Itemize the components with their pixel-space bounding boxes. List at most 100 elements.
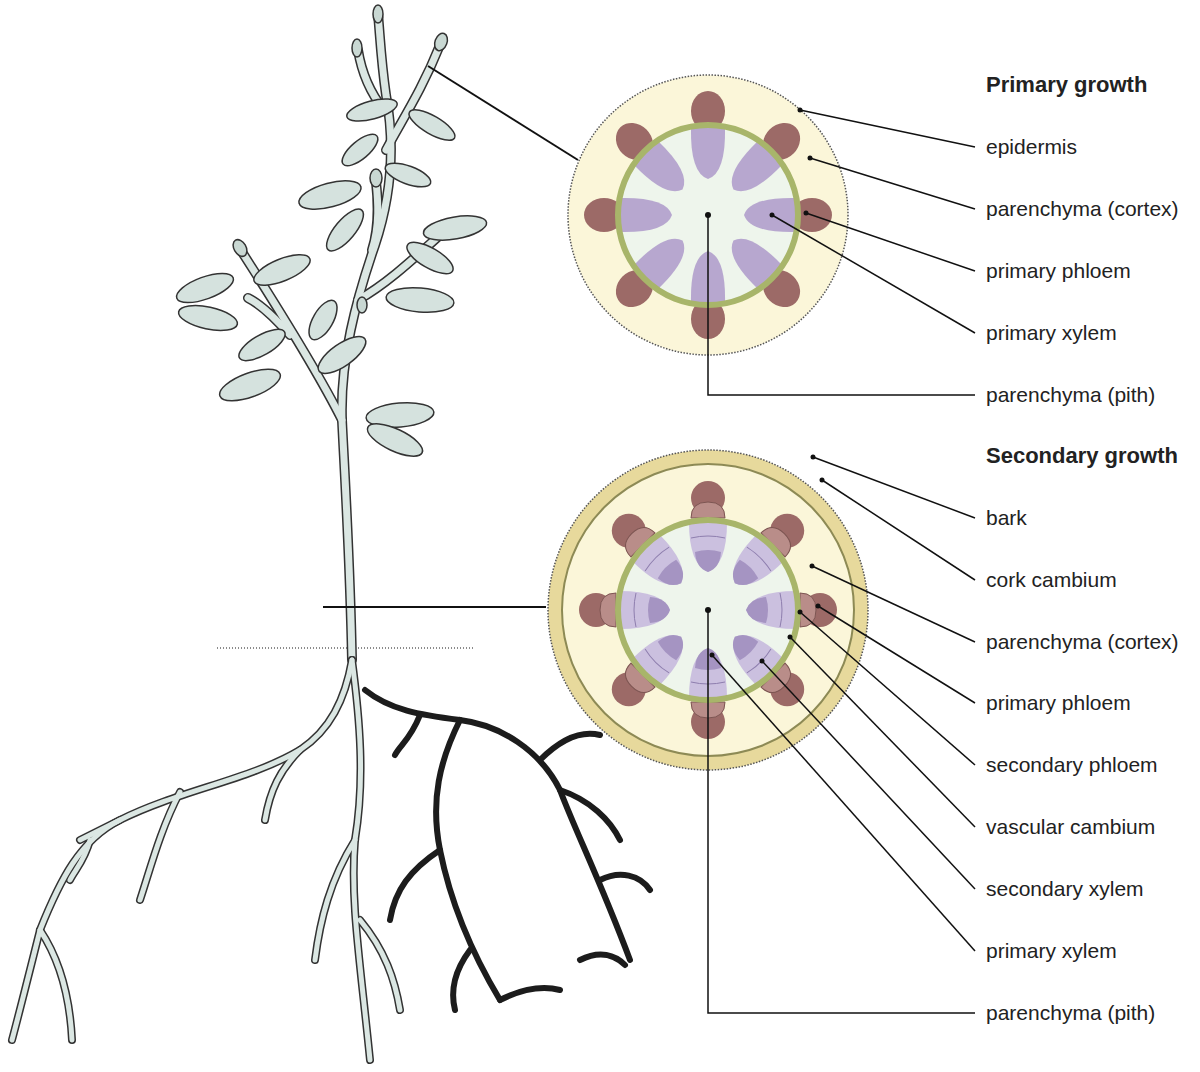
drawing-part: [230, 237, 249, 259]
drawing-part: [818, 606, 975, 703]
drawing-part: [173, 267, 237, 308]
drawing-part: [762, 661, 975, 889]
drawing-part: [811, 455, 816, 460]
drawing-part: [816, 604, 821, 609]
xylem-ring-line: [747, 546, 772, 571]
secondary-phloem: [691, 502, 725, 518]
drawing-part: [804, 211, 809, 216]
drawing-part: [234, 323, 289, 366]
drawing-part: [357, 297, 367, 313]
secondary-xylem: [721, 534, 783, 596]
primary-xylem: [695, 550, 721, 572]
drawing-part: [798, 610, 803, 615]
drawing-part: [385, 285, 455, 315]
xylem-ring-line: [691, 536, 725, 538]
part-label: secondary xylem: [984, 876, 1146, 901]
secondary-phloem: [800, 593, 816, 627]
drawing-part: [808, 156, 813, 161]
drawing-part: [382, 158, 433, 191]
drawing-part: [810, 564, 815, 569]
part-label: bark: [984, 505, 1029, 530]
part-label: primary xylem: [984, 938, 1119, 963]
secondary-xylem: [632, 534, 694, 596]
drawing-part: [303, 296, 342, 344]
drawing-part: [373, 5, 383, 23]
leader-lines: [708, 110, 975, 1013]
part-label: epidermis: [984, 134, 1079, 159]
primary-xylem: [656, 558, 690, 592]
drawing-part: [788, 635, 793, 640]
drawing-part: [402, 236, 457, 279]
drawing-part: [760, 659, 765, 664]
drawing-part: [321, 204, 370, 257]
buds: [230, 5, 449, 313]
drawing-part: [453, 950, 470, 1010]
primary-xylem: [691, 127, 725, 179]
primary-xylem: [620, 198, 672, 232]
section-heading: Primary growth: [984, 72, 1149, 98]
primary-xylem: [648, 597, 670, 623]
drawing-part: [806, 213, 975, 271]
drawing-part: [822, 480, 975, 580]
part-label: vascular cambium: [984, 814, 1157, 839]
drawing-part: [363, 417, 427, 462]
drawing-part: [176, 301, 239, 335]
drawing-part: [772, 215, 975, 333]
drawing-part: [313, 330, 371, 380]
secondary-phloem: [600, 593, 616, 627]
drawing-part: [708, 215, 975, 395]
drawing-part: [370, 169, 382, 187]
drawing-part: [798, 108, 803, 113]
secondary-xylem: [689, 522, 727, 572]
xylem-ring-line: [780, 593, 782, 627]
primary-xylem: [726, 628, 760, 662]
drawing-part: [250, 249, 314, 292]
drawing-part: [216, 363, 284, 407]
xylem-ring-line: [644, 649, 669, 674]
part-label: parenchyma (cortex): [984, 629, 1181, 654]
drawing-part: [810, 158, 975, 209]
ground-line: [217, 647, 475, 649]
drawing-part: [422, 212, 489, 245]
drawing-part: [800, 612, 975, 765]
root-outline: [12, 660, 400, 1060]
primary-xylem: [726, 558, 760, 592]
drawing-part: [820, 478, 825, 483]
part-label: parenchyma (pith): [984, 382, 1157, 407]
part-label: parenchyma (pith): [984, 1000, 1157, 1025]
primary-xylem: [746, 597, 768, 623]
primary-xylem: [744, 198, 796, 232]
drawing-part: [708, 610, 975, 1013]
drawing-part: [560, 790, 620, 840]
secondary-xylem: [632, 623, 694, 685]
drawing-part: [710, 653, 715, 658]
section-pointer: [428, 66, 578, 160]
drawing-part: [770, 213, 775, 218]
drawing-part: [365, 690, 630, 960]
leaves: [173, 95, 488, 463]
drawing-part: [712, 655, 975, 951]
part-label: primary phloem: [984, 690, 1133, 715]
root-fill: [12, 660, 400, 1060]
drawing-part: [405, 104, 459, 146]
drawing-part: [540, 734, 600, 760]
drawing-part: [813, 457, 975, 518]
part-label: secondary phloem: [984, 752, 1160, 777]
xylem-ring-line: [634, 593, 636, 627]
drawing-part: [345, 95, 400, 126]
drawing-part: [580, 955, 625, 965]
drawing-part: [390, 850, 440, 920]
primary-xylem: [656, 628, 690, 662]
part-label: parenchyma (cortex): [984, 196, 1181, 221]
part-label: primary xylem: [984, 320, 1119, 345]
drawing-part: [600, 875, 650, 890]
drawing-part: [296, 175, 364, 215]
drawing-part: [395, 715, 420, 755]
section-pointer: [323, 606, 546, 608]
secondary-xylem: [620, 591, 670, 629]
drawing-part: [500, 988, 560, 1000]
xylem-ring-line: [644, 546, 669, 571]
drawing-part: [812, 566, 975, 642]
